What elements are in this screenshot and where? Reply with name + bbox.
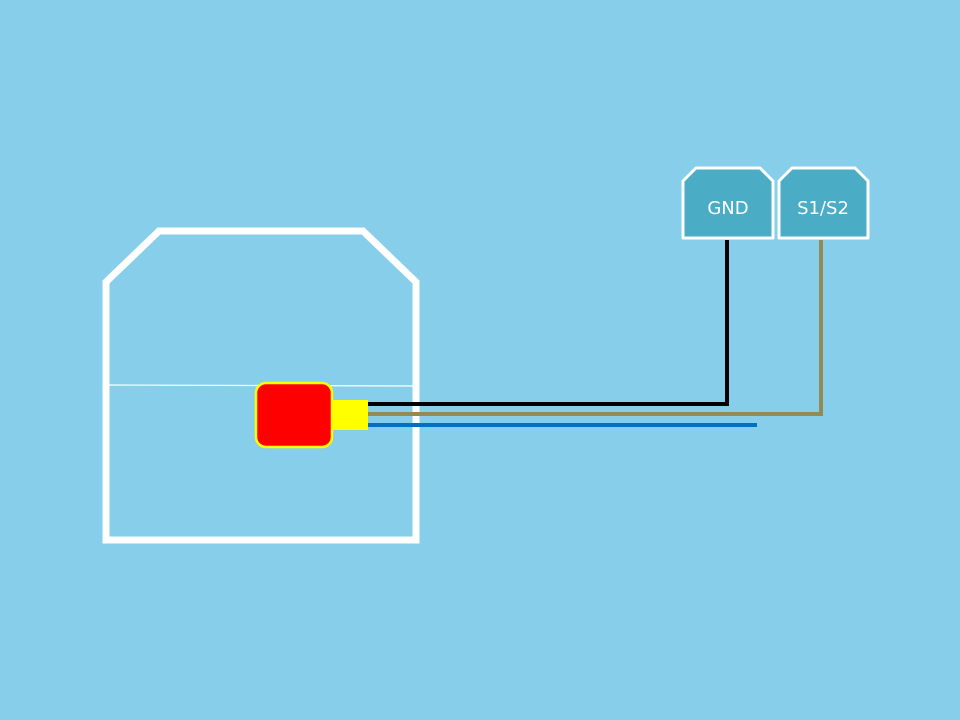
terminal-s1s2: S1/S2 bbox=[777, 166, 870, 240]
terminal-gnd: GND bbox=[681, 166, 775, 240]
terminal-gnd-label: GND bbox=[707, 198, 748, 219]
housing-outline bbox=[102, 227, 420, 544]
sensor-body bbox=[254, 381, 334, 449]
gnd-wire bbox=[368, 240, 729, 406]
terminal-gnd-box bbox=[681, 166, 775, 240]
signal-wire bbox=[368, 240, 823, 416]
sensor-connector bbox=[331, 400, 368, 430]
terminal-s1s2-label: S1/S2 bbox=[797, 198, 849, 219]
terminal-s1s2-box bbox=[777, 166, 870, 240]
